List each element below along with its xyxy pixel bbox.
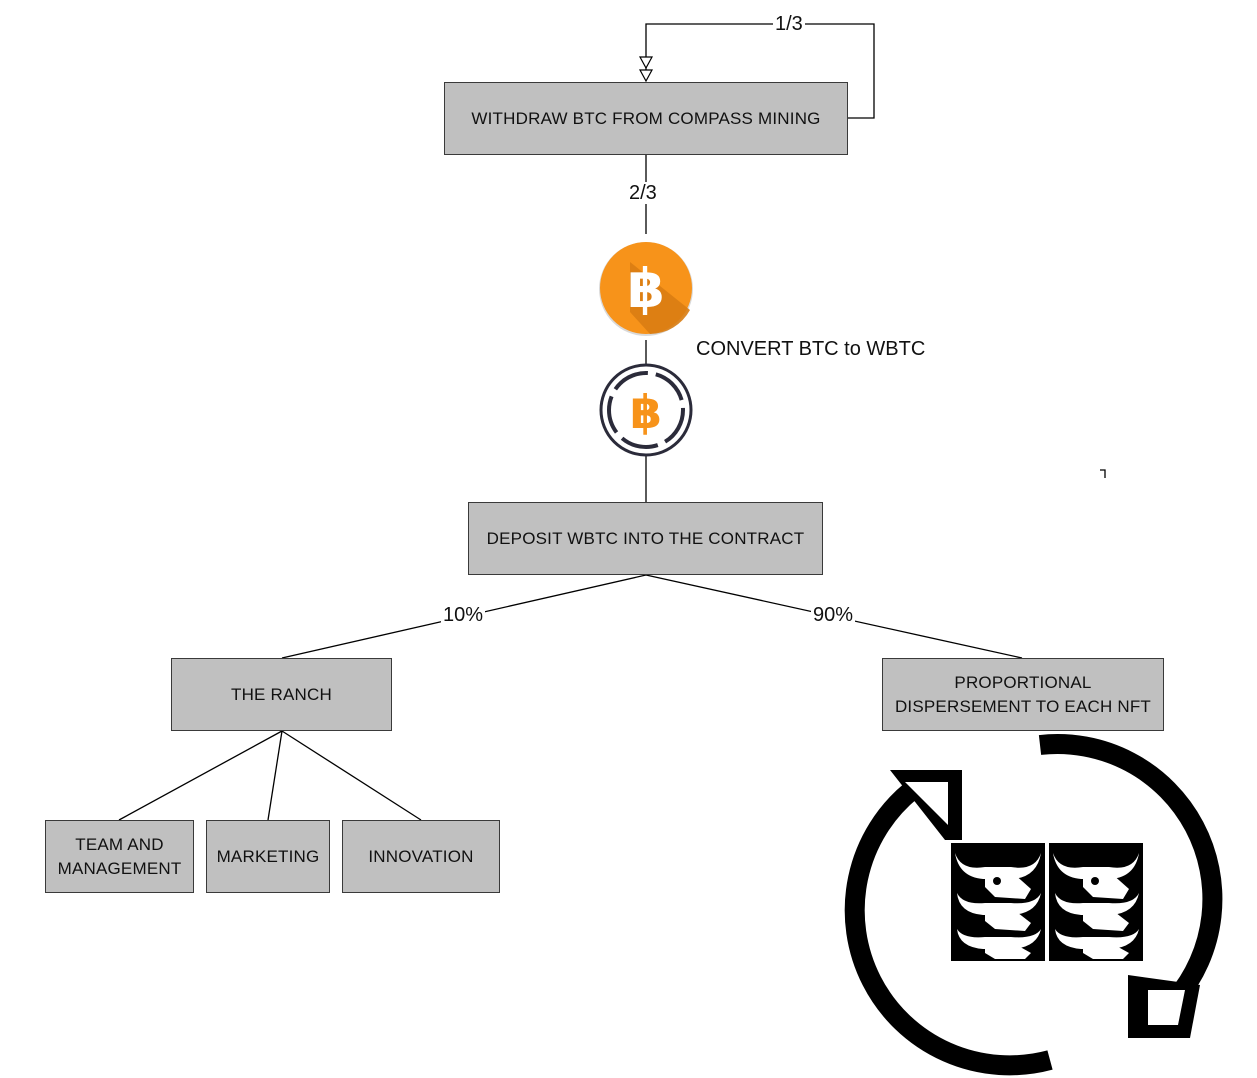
ranch-to-team-connector	[118, 730, 283, 821]
dispersement-box: PROPORTIONAL DISPERSEMENT TO EACH NFT	[882, 658, 1164, 731]
loop-arrowhead-2	[638, 69, 654, 83]
convert-label: CONVERT BTC to WBTC	[696, 338, 926, 360]
nft-grid	[951, 843, 1143, 961]
svg-text:฿: ฿	[630, 385, 662, 439]
ranch-to-innovation-connector	[281, 730, 422, 821]
loop-label: 1/3	[773, 13, 805, 35]
withdraw-box: WITHDRAW BTC FROM COMPASS MINING	[444, 82, 848, 155]
bitcoin-icon: ฿	[599, 242, 693, 336]
loop-connector	[645, 23, 875, 119]
bull-skull-icon	[951, 843, 1045, 961]
refresh-cycle-icon	[844, 734, 1223, 1076]
ranch-box: THE RANCH	[171, 658, 392, 731]
deposit-box: DEPOSIT WBTC INTO THE CONTRACT	[468, 502, 823, 575]
wrapped-bitcoin-icon: ฿	[599, 363, 693, 457]
svg-text:฿: ฿	[627, 257, 665, 320]
nft-share-label: 90%	[811, 604, 856, 626]
withdraw-to-btc-label: 2/3	[627, 182, 659, 204]
ranch-share-label: 10%	[441, 604, 486, 626]
loop-arrowhead-1	[638, 56, 654, 70]
bull-skull-icon	[1049, 843, 1143, 961]
innovation-box: INNOVATION	[342, 820, 500, 893]
ranch-to-marketing-connector	[267, 730, 283, 821]
team-box: TEAM AND MANAGEMENT	[45, 820, 194, 893]
marketing-box: MARKETING	[206, 820, 330, 893]
corner-mark	[1100, 469, 1106, 478]
